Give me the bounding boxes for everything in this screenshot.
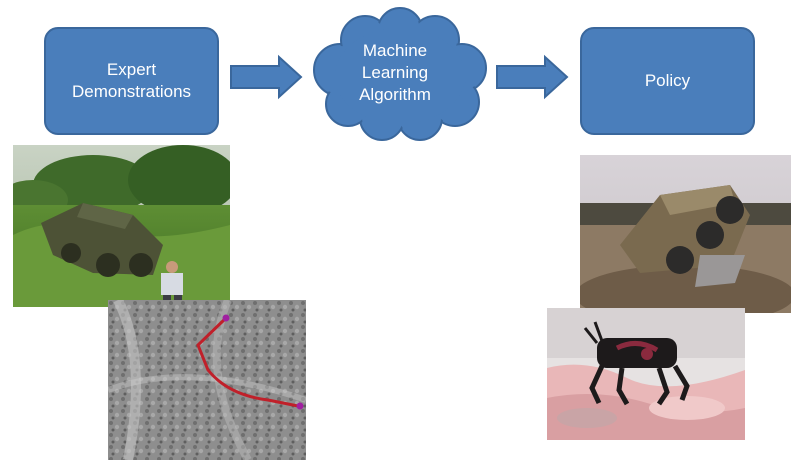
aerial-terrain-with-planned-path-photo	[108, 300, 306, 460]
node-policy: Policy	[580, 27, 755, 135]
arrow-algorithm-to-policy	[496, 54, 569, 100]
node-machine-learning-algorithm-label: Machine Learning Algorithm	[359, 41, 431, 104]
node-policy-label: Policy	[644, 71, 691, 90]
military-vehicle-in-grass-photo	[13, 145, 230, 307]
armored-robot-vehicle-on-dirt-photo	[580, 155, 791, 313]
node-expert-demonstrations: Expert Demonstrations	[44, 27, 219, 135]
arrow-expert-to-algorithm	[230, 54, 303, 100]
node-expert-demonstrations-label: Expert Demonstrations	[71, 60, 192, 101]
quadruped-robot-on-rocks-photo	[547, 308, 745, 440]
